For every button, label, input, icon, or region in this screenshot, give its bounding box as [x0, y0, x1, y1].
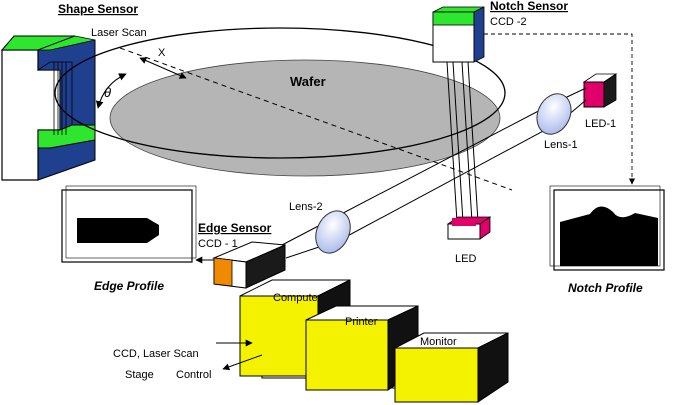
ccd1-label: CCD - 1 [198, 238, 238, 250]
theta-label: θ [104, 85, 111, 100]
edge-profile-panel [61, 185, 197, 263]
lens2 [315, 210, 351, 254]
lens1 [536, 93, 572, 135]
notch-profile-label: Notch Profile [568, 281, 643, 295]
x-axis-label: X [158, 47, 166, 59]
led-label: LED [455, 253, 476, 265]
laser-scan-label: Laser Scan [91, 27, 147, 39]
stage-label: Stage [125, 369, 154, 381]
computer-label: Computer [273, 292, 322, 304]
scan-axis-line [119, 47, 513, 191]
x-arrow [139, 57, 187, 79]
shape-sensor-label: Shape Sensor [58, 2, 138, 16]
shape-sensor [0, 35, 96, 181]
lens1-label: Lens-1 [544, 139, 578, 151]
notch-sensor-label: Notch Sensor [490, 0, 568, 13]
ccd1-camera [212, 241, 286, 289]
led-bottom [446, 216, 492, 240]
lens2-label: Lens-2 [289, 201, 323, 213]
edge-sensor-label: Edge Sensor [198, 221, 272, 235]
led1 [582, 73, 618, 108]
monitor-box [394, 332, 509, 403]
edge-profile-shape [77, 218, 159, 243]
control-label: Control [176, 369, 211, 381]
ccd-laser-scan-label: CCD, Laser Scan [113, 348, 199, 360]
stage-control-arrow [222, 354, 263, 371]
edge-profile-label: Edge Profile [94, 279, 164, 293]
notch-profile-panel [549, 185, 665, 271]
theta-arrow [95, 73, 127, 109]
ccd2-label: CCD -2 [490, 16, 527, 28]
ccd2-signal-line [484, 33, 636, 185]
ccd2-beam [446, 61, 479, 223]
wafer-label: Wafer [290, 74, 326, 89]
led1-label: LED-1 [585, 118, 616, 130]
wafer [54, 27, 506, 177]
ccd2-camera [432, 6, 485, 63]
monitor-label: Monitor [420, 336, 457, 348]
printer-label: Printer [345, 316, 378, 328]
notch-profile-shape [560, 206, 658, 266]
